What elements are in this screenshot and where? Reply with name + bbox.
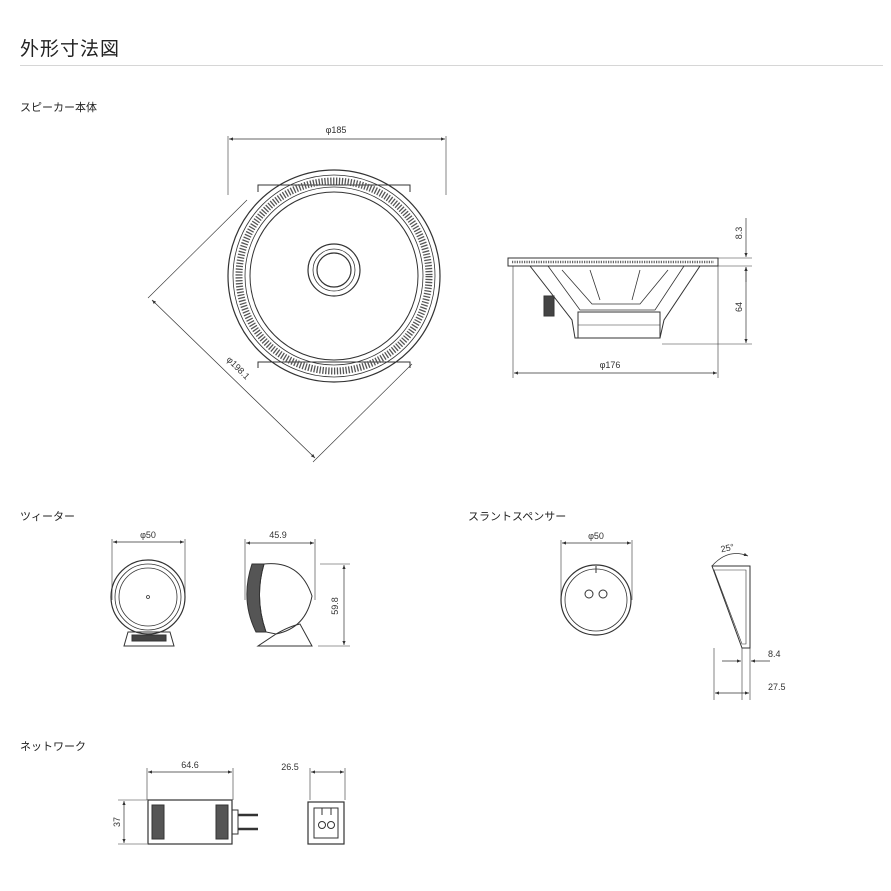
slant-spacer-max-thickness-label: 27.5 — [768, 682, 786, 692]
network-width-label: 64.6 — [181, 760, 199, 770]
section-label-network: ネットワーク — [20, 740, 86, 753]
tweeter-diameter-label: φ50 — [140, 530, 156, 540]
tweeter-front-view — [110, 539, 186, 647]
section-label-speaker: スピーカー本体 — [20, 101, 97, 114]
speaker-mount-diameter-label: φ176 — [600, 360, 621, 370]
tweeter-side-view — [244, 539, 350, 647]
speaker-side-view — [507, 218, 752, 378]
tweeter-depth-label: 45.9 — [269, 530, 287, 540]
network-height-label: 37 — [112, 817, 122, 827]
slant-spacer-min-thickness-label: 8.4 — [768, 649, 781, 659]
speaker-body-depth-label: 64 — [734, 302, 744, 312]
tweeter-height-label: 59.8 — [330, 597, 340, 615]
title-divider — [20, 65, 883, 66]
page-title: 外形寸法図 — [20, 38, 121, 60]
slant-spacer-front-view — [560, 540, 633, 636]
slant-spacer-angle-label: 25° — [720, 542, 736, 555]
network-side-view — [307, 768, 346, 845]
section-label-slant-spacer: スラントスペンサー — [468, 510, 567, 523]
speaker-diameter-label: φ185 — [326, 125, 347, 135]
network-depth-label: 26.5 — [281, 762, 299, 772]
speaker-diagonal-label: φ198.1 — [225, 354, 252, 381]
speaker-flange-depth-label: 8.3 — [734, 227, 744, 240]
slant-spacer-side-view — [711, 552, 770, 700]
speaker-front-view — [147, 136, 447, 463]
section-label-tweeter: ツィーター — [20, 510, 75, 523]
network-front-view — [118, 768, 258, 845]
slant-spacer-diameter-label: φ50 — [588, 531, 604, 541]
